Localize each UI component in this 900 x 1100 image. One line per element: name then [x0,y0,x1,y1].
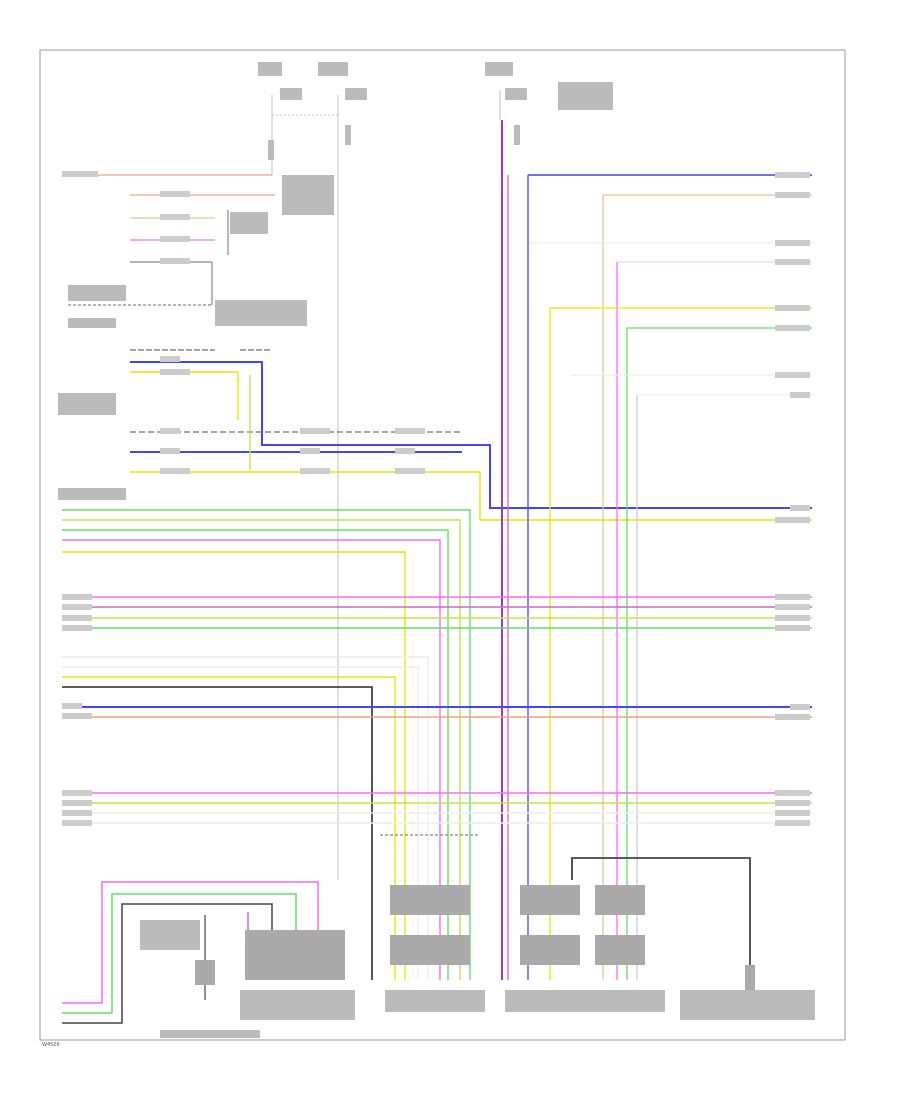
bottom-labels [140,920,815,1038]
diagram-frame [39,49,846,1041]
top-power-labels [271,90,501,880]
wire-tags-left [62,171,425,826]
bottom-connectors [195,885,755,990]
diagram-code: W4526 [42,1042,60,1048]
wire-tags-right [775,172,810,826]
right-side-wires [501,120,812,980]
horizontal-bus-wires [62,509,812,980]
top-text-blocks [58,62,613,500]
upper-left-wires [62,174,275,306]
